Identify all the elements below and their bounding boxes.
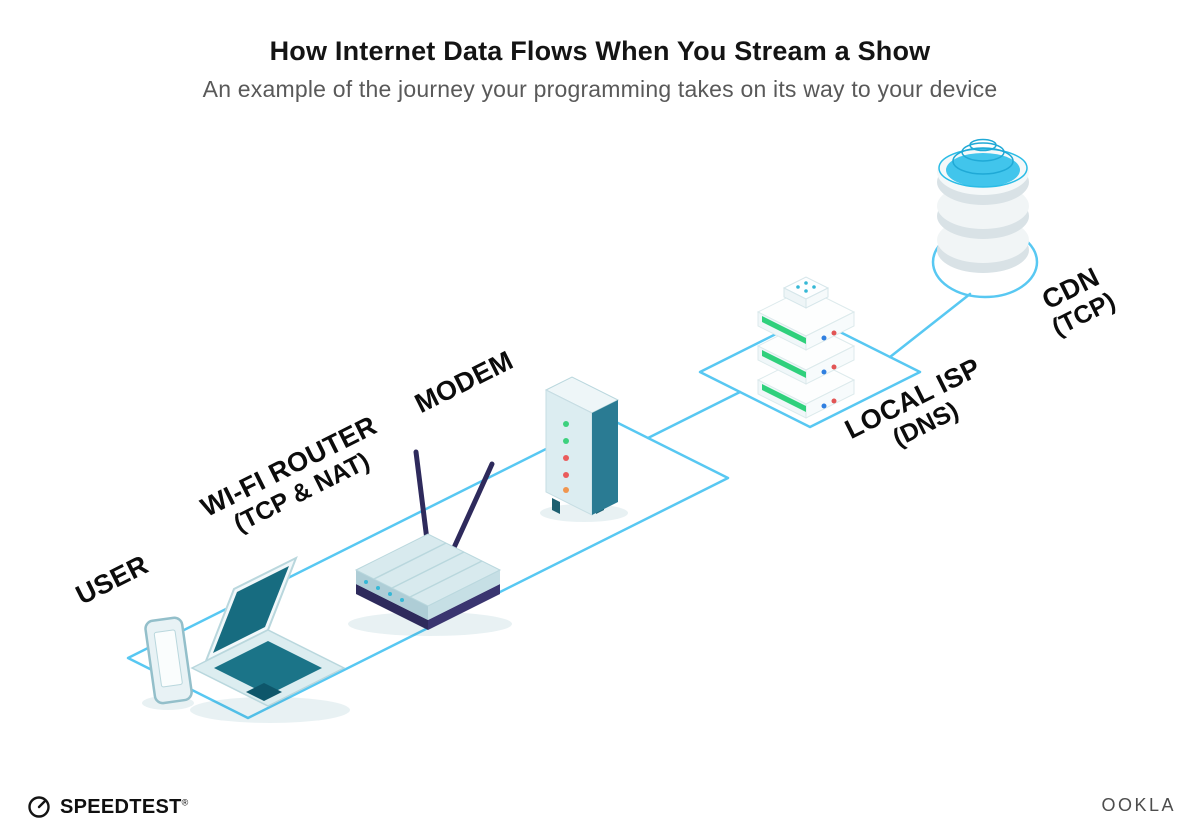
isp-server-icon	[756, 276, 856, 419]
router-icon	[354, 449, 502, 630]
modem-leds	[563, 421, 569, 493]
speedtest-registered-mark: ®	[181, 796, 189, 807]
speedtest-logo: SPEEDTEST®	[26, 794, 189, 820]
isp-to-cdn-link	[888, 292, 972, 359]
router-leds	[364, 580, 404, 602]
user-platform-outline	[126, 416, 730, 720]
router-antenna-left	[413, 449, 431, 551]
server-top-dots	[796, 281, 816, 293]
modem-to-isp-link	[646, 390, 742, 440]
page-title: How Internet Data Flows When You Stream …	[269, 36, 931, 66]
header: How Internet Data Flows When You Stream …	[0, 36, 1200, 103]
phone-icon	[144, 616, 193, 705]
cdn-icon	[937, 138, 1029, 273]
speedtest-wordmark: SPEEDTEST®	[60, 795, 189, 818]
laptop-icon	[190, 555, 346, 707]
ookla-logo: OOKLA	[1101, 795, 1176, 815]
isp-platform-outline	[698, 315, 922, 429]
cdn-rings	[938, 138, 1028, 188]
router-antenna-right	[449, 461, 495, 555]
speedtest-gauge-icon	[28, 796, 50, 818]
modem-icon	[544, 376, 620, 516]
page-subtitle: An example of the journey your programmi…	[202, 76, 998, 102]
connection-lines	[126, 225, 1039, 720]
